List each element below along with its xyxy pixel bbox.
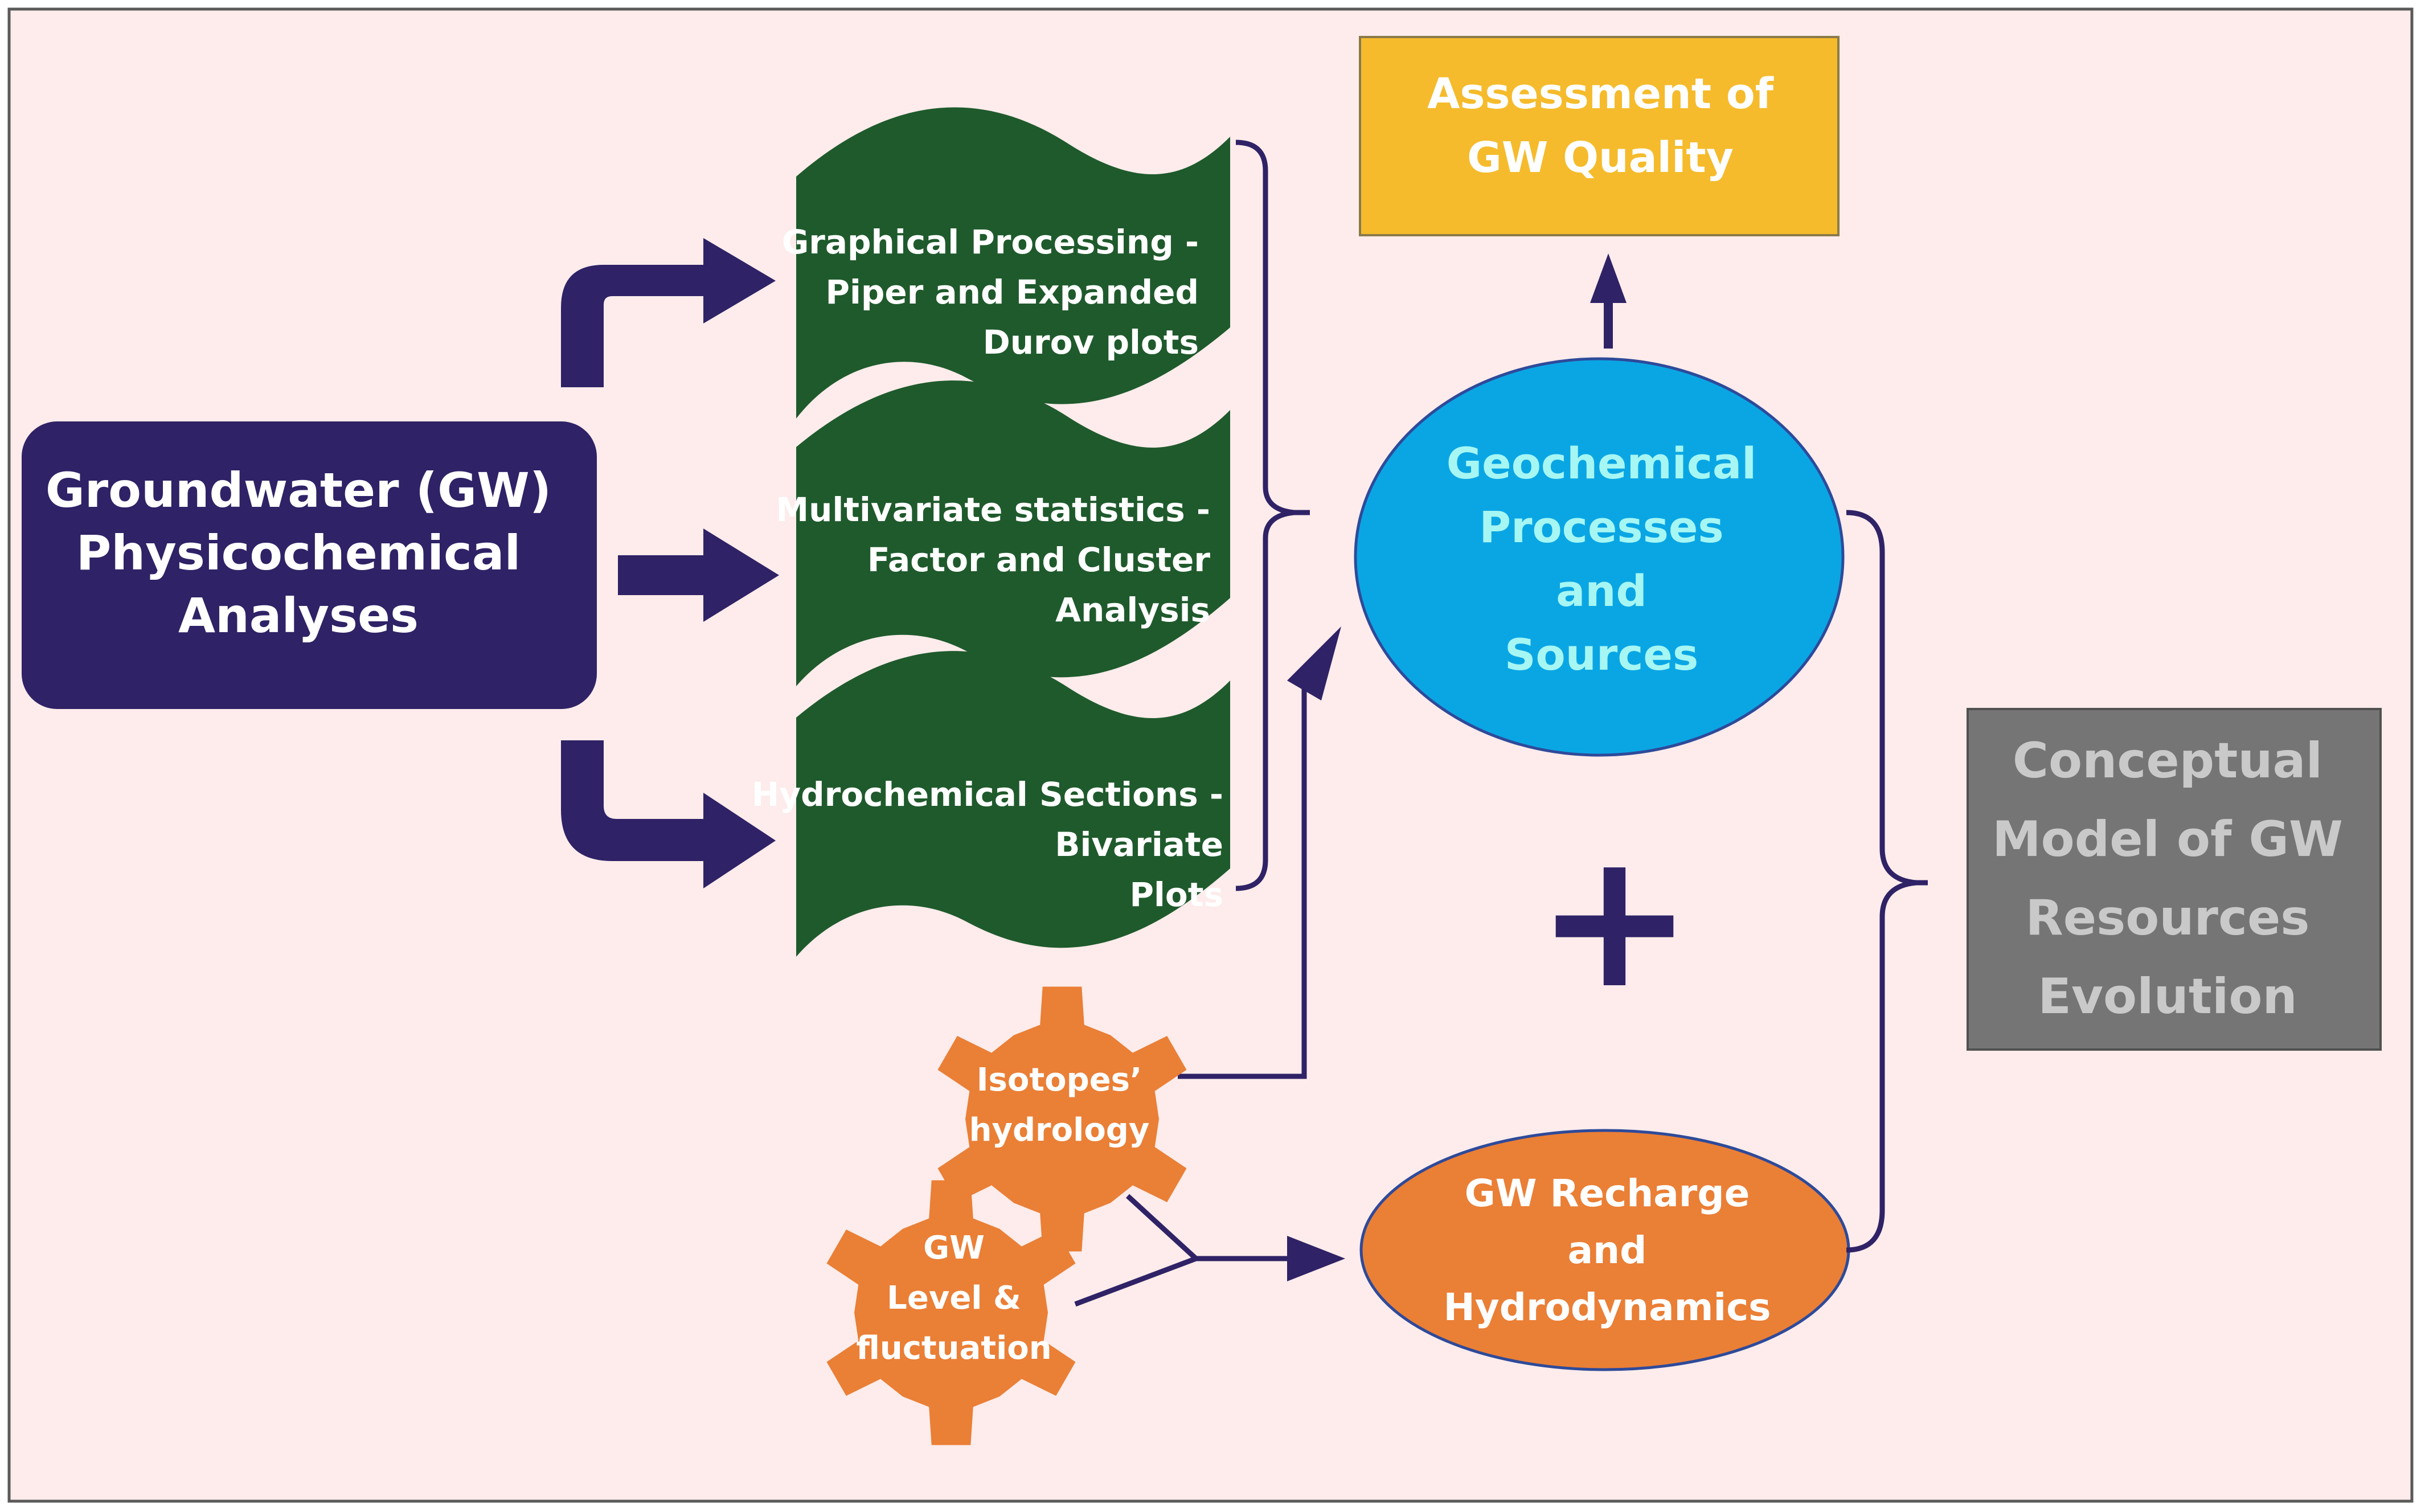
quality-arrow-head — [1590, 253, 1627, 303]
gw-level-gear — [826, 1180, 1076, 1445]
assessment-label-line: Assessment of — [1427, 69, 1774, 118]
isotopes-label-line: hydrology — [969, 1112, 1150, 1149]
arrow-to-graphical — [561, 238, 776, 387]
multivariate-label-line: Multivariate statistics - — [776, 490, 1210, 529]
input-arrows — [561, 238, 779, 888]
conceptual-label-line: Model of GW — [1992, 811, 2343, 868]
hydrochemical-label-line: Hydrochemical Sections - — [752, 775, 1223, 814]
recharge-label-line: Hydrodynamics — [1444, 1285, 1771, 1329]
gw-level-label-line: fluctuation — [856, 1330, 1051, 1367]
input-label-line: Groundwater (GW) — [46, 462, 551, 518]
assessment-label: Assessment of GW Quality — [1427, 69, 1774, 182]
level-to-recharge-line — [1074, 1256, 1197, 1307]
isotopes-gear — [937, 986, 1187, 1252]
multivariate-label: Multivariate statistics - Factor and Clus… — [776, 490, 1210, 629]
arrow-to-multivariate-head — [703, 528, 779, 622]
graphical-label-line: Graphical Processing - — [782, 223, 1199, 261]
recharge-label-line: and — [1568, 1228, 1647, 1272]
recharge-label-line: GW Recharge — [1465, 1171, 1750, 1215]
conceptual-box — [1967, 708, 2382, 1051]
assessment-label-line: GW Quality — [1467, 133, 1734, 182]
arrow-to-hydrochemical — [561, 740, 776, 888]
plus-sign: + — [1536, 811, 1694, 1030]
isotopes-connector — [1178, 672, 1307, 1079]
input-label-line: Analyses — [178, 588, 419, 644]
multivariate-label-line: Factor and Cluster — [867, 540, 1211, 579]
geochemical-label-line: Geochemical — [1447, 438, 1756, 489]
gw-level-label-line: GW — [923, 1230, 985, 1267]
graphical-label-line: Piper and Expanded — [825, 273, 1199, 312]
assessment-box — [1359, 36, 1840, 236]
isotopes-connector-head — [1287, 626, 1341, 700]
conceptual-label-line: Conceptual — [2013, 732, 2322, 789]
geochemical-label-line: and — [1556, 566, 1647, 616]
geochemical-label-line: Processes — [1479, 502, 1723, 552]
hydrochemical-banner — [796, 651, 1230, 957]
graphical-label: Graphical Processing - Piper and Expanded… — [782, 223, 1199, 362]
gw-level-label: GW Level & fluctuation — [856, 1230, 1051, 1367]
input-label-line: Physicochemical — [76, 525, 521, 581]
conceptual-label-line: Resources — [2026, 890, 2310, 946]
isotopes-label: Isotopes’ hydrology — [969, 1062, 1150, 1149]
input-box — [22, 421, 597, 709]
multivariate-banner — [796, 380, 1230, 686]
geochemical-ellipse — [1354, 357, 1845, 757]
conceptual-label-line: Evolution — [2038, 968, 2297, 1025]
hydrochemical-label-line: Plots — [1130, 875, 1223, 914]
graphical-banner — [796, 107, 1230, 419]
multivariate-label-line: Analysis — [1055, 591, 1210, 629]
graphical-label-line: Durov plots — [983, 323, 1199, 362]
recharge-arrow-head — [1287, 1236, 1345, 1281]
arrow-to-multivariate-shaft — [618, 555, 706, 595]
geochemical-label-line: Sources — [1505, 629, 1698, 680]
hydrochemical-label-line: Bivariate — [1055, 825, 1223, 864]
isotopes-label-line: Isotopes’ — [977, 1062, 1142, 1099]
gw-level-label-line: Level & — [887, 1280, 1021, 1317]
